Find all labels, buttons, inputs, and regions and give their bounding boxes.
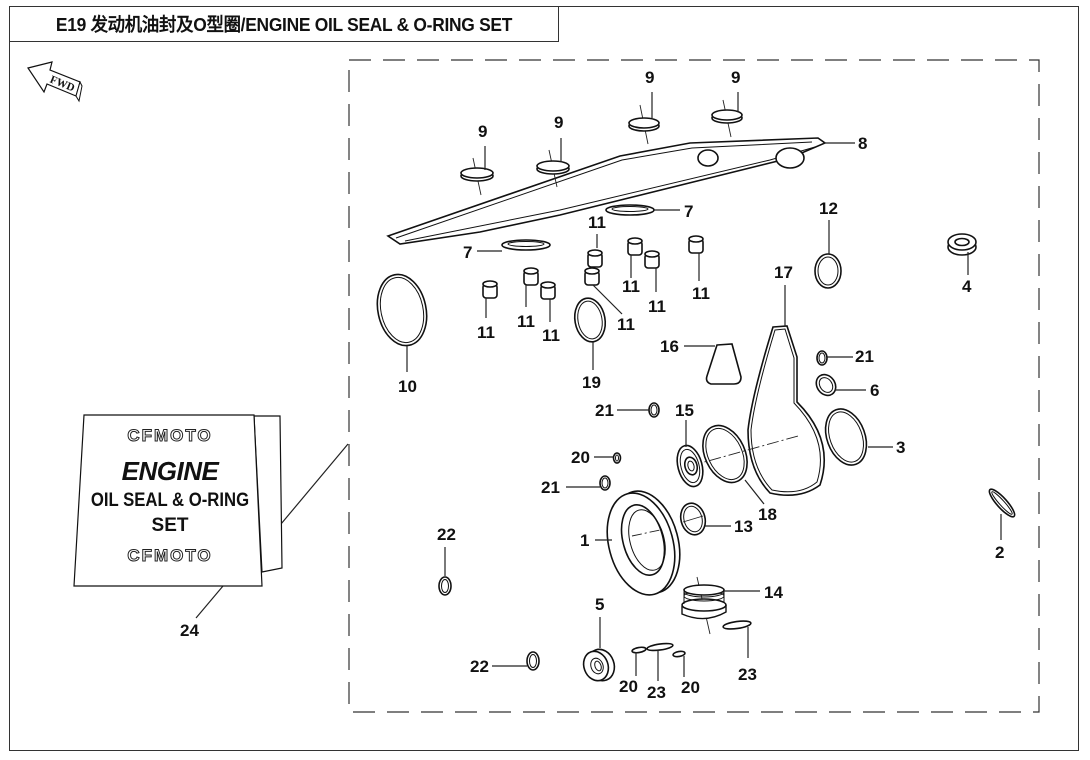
callout-4: 4 xyxy=(962,277,972,296)
part-6-o-ring xyxy=(815,373,837,397)
callout-23a: 23 xyxy=(738,665,757,684)
callout-10: 10 xyxy=(398,377,417,396)
callout-7a: 7 xyxy=(463,243,472,262)
part-5-oil-seal xyxy=(582,648,616,682)
callout-22a: 22 xyxy=(437,525,456,544)
callout-15: 15 xyxy=(675,401,694,420)
brand-logo-top: CFMOTO xyxy=(127,426,213,446)
brand-logo-bottom: CFMOTO xyxy=(127,546,213,566)
part-11-valve-seal xyxy=(584,267,600,286)
callout-18: 18 xyxy=(758,505,777,524)
part-22-o-ring xyxy=(438,576,452,596)
callout-11h: 11 xyxy=(692,284,710,303)
callout-2: 2 xyxy=(995,543,1004,562)
callout-21c: 21 xyxy=(541,478,560,497)
callout-21b: 21 xyxy=(595,401,614,420)
part-4-oil-seal xyxy=(947,233,977,256)
part-14-plug xyxy=(681,576,727,635)
part-9-seal xyxy=(711,99,743,138)
callout-1: 1 xyxy=(580,531,589,550)
kit-box-illustration xyxy=(73,414,283,587)
callout-13: 13 xyxy=(734,517,753,536)
part-9-seal xyxy=(536,149,570,188)
callout-14: 14 xyxy=(764,583,783,602)
callout-9b: 9 xyxy=(554,113,563,132)
part-11-valve-seal xyxy=(587,249,603,268)
callout-9d: 9 xyxy=(731,68,740,87)
part-16-gasket xyxy=(705,343,742,385)
callout-11a: 11 xyxy=(477,323,495,342)
part-10-o-ring xyxy=(376,273,428,347)
callout-19: 19 xyxy=(582,373,601,392)
kit-box-callout-leader xyxy=(195,585,224,619)
part-17-gasket xyxy=(747,325,826,496)
part-23-o-ring xyxy=(722,620,752,630)
kit-box-subtitle: OIL SEAL & O-RING xyxy=(90,490,250,511)
kit-box-label: CFMOTO ENGINE OIL SEAL & O-RING SET CFMO… xyxy=(70,412,270,592)
diagram-title: E19 发动机油封及O型圈/ENGINE OIL SEAL & O-RING S… xyxy=(55,14,513,35)
callout-6: 6 xyxy=(870,381,879,400)
part-11-valve-seal xyxy=(644,250,660,269)
forward-label: FWD xyxy=(48,74,76,95)
part-18-o-ring xyxy=(702,424,748,484)
part-9-seal xyxy=(460,157,494,196)
part-20-o-ring xyxy=(612,452,622,464)
callout-20a: 20 xyxy=(571,448,590,467)
kit-box-subtitle-2: SET xyxy=(151,515,189,536)
part-3-o-ring xyxy=(824,408,868,466)
part-23-o-ring xyxy=(646,642,674,652)
part-11-valve-seal xyxy=(627,237,643,256)
callout-11d: 11 xyxy=(588,213,606,232)
callout-9a: 9 xyxy=(478,122,487,141)
part-21-o-ring xyxy=(816,350,828,366)
part-11-valve-seal xyxy=(688,235,704,254)
part-12-o-ring xyxy=(814,253,842,289)
callout-24: 24 xyxy=(180,621,199,640)
forward-arrow-icon: FWD xyxy=(27,61,83,103)
part-11-valve-seal xyxy=(540,281,556,300)
callout-20b: 20 xyxy=(619,677,638,696)
assembly-boundary xyxy=(348,59,1040,713)
callout-3: 3 xyxy=(896,438,905,457)
part-7-gasket xyxy=(605,204,655,216)
part-11-valve-seal xyxy=(523,267,539,286)
part-2-o-ring xyxy=(988,488,1016,518)
callout-11b: 11 xyxy=(517,312,535,331)
callout-11e: 11 xyxy=(617,315,635,334)
part-20-o-ring xyxy=(631,646,647,654)
callout-9c: 9 xyxy=(645,68,654,87)
part-22-o-ring xyxy=(526,651,540,671)
part-9-seal xyxy=(628,104,660,145)
callout-11c: 11 xyxy=(542,326,560,345)
part-20-o-ring xyxy=(672,650,686,658)
callout-7b: 7 xyxy=(684,202,693,221)
part-11-valve-seal xyxy=(482,280,498,299)
callout-5: 5 xyxy=(595,595,604,614)
part-21-o-ring xyxy=(648,402,660,418)
title-block: E19 发动机油封及O型圈/ENGINE OIL SEAL & O-RING S… xyxy=(9,6,559,42)
part-19-o-ring xyxy=(573,297,607,343)
callout-8: 8 xyxy=(858,134,867,153)
callout-21a: 21 xyxy=(855,347,874,366)
callout-12: 12 xyxy=(819,199,838,218)
callout-17: 17 xyxy=(774,263,793,282)
kit-box-title: ENGINE xyxy=(121,456,219,486)
callout-22b: 22 xyxy=(470,657,489,676)
part-8-gasket xyxy=(386,137,827,245)
part-21-o-ring xyxy=(599,475,611,491)
callout-20c: 20 xyxy=(681,678,700,697)
callout-16: 16 xyxy=(660,337,679,356)
callout-11g: 11 xyxy=(648,297,666,316)
part-1-crankshaft-seal xyxy=(606,490,681,596)
part-13-o-ring xyxy=(679,502,707,536)
part-15-oil-seal xyxy=(676,444,704,488)
part-7-gasket xyxy=(501,239,551,251)
kit-box-leader xyxy=(280,443,349,525)
callout-23b: 23 xyxy=(647,683,666,702)
callout-11f: 11 xyxy=(622,277,640,296)
